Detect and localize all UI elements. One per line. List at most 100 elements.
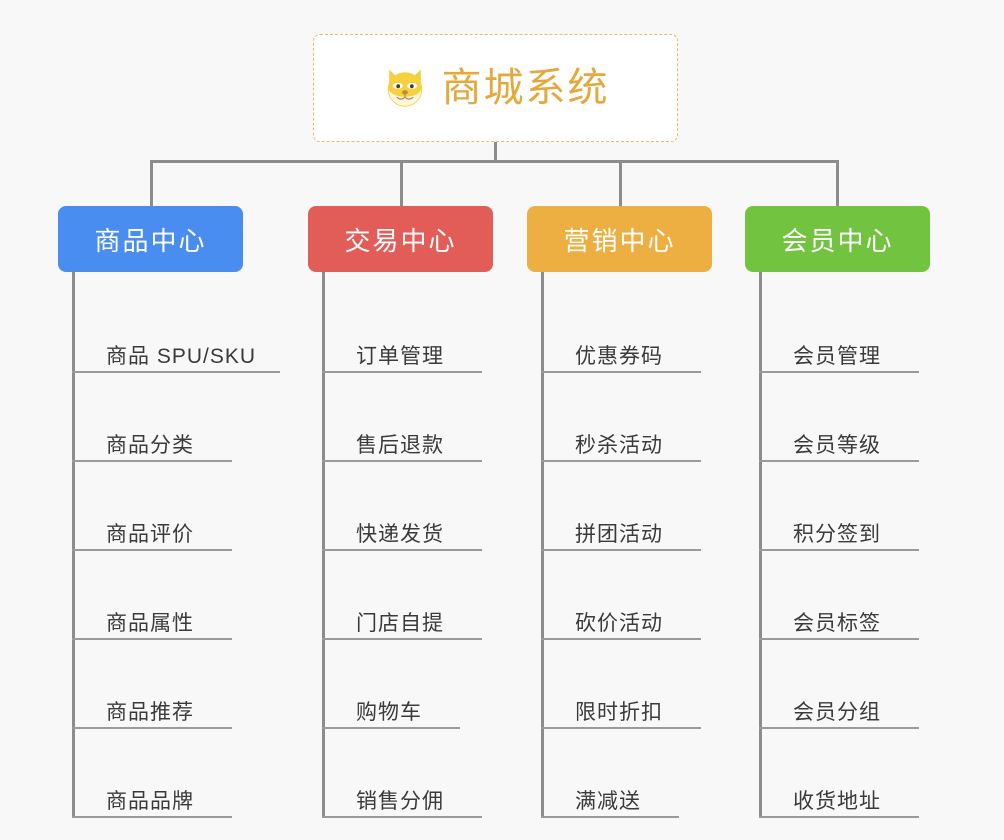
item-label: 满减送 (575, 790, 641, 813)
item-label: 限时折扣 (575, 701, 663, 724)
connector-drop-2 (400, 160, 403, 208)
branch-item-list-2: 订单管理 售后退款 快递发货 门店自提 购物车 销售分佣 (322, 272, 528, 818)
branch-item-3-6[interactable]: 满减送 (541, 729, 747, 818)
item-label: 会员管理 (793, 345, 881, 368)
branch-header-label-2: 交易中心 (344, 225, 457, 256)
item-rule (322, 816, 482, 818)
item-rule (541, 727, 701, 729)
item-label: 售后退款 (356, 434, 444, 457)
connector-drop-1 (150, 160, 153, 208)
item-rule (759, 549, 919, 551)
item-rule (72, 638, 232, 640)
branch-spine-2 (322, 272, 325, 818)
branch-item-3-4[interactable]: 砍价活动 (541, 551, 747, 640)
branch-item-3-1[interactable]: 优惠券码 (541, 284, 747, 373)
item-rule (759, 460, 919, 462)
branch-item-list-4: 会员管理 会员等级 积分签到 会员标签 会员分组 收货地址 (759, 272, 965, 818)
branch-column-4: 会员中心 会员管理 会员等级 积分签到 会员标签 会员分组 (745, 206, 965, 818)
item-rule (322, 371, 482, 373)
branch-header-2[interactable]: 交易中心 (308, 206, 493, 272)
connector-root-stem (494, 142, 497, 162)
branch-item-2-2[interactable]: 售后退款 (322, 373, 528, 462)
branch-item-1-5[interactable]: 商品推荐 (72, 640, 278, 729)
branch-item-4-4[interactable]: 会员标签 (759, 551, 965, 640)
root-title: 商城系统 (441, 66, 610, 110)
connector-drop-4 (836, 160, 839, 208)
branch-header-1[interactable]: 商品中心 (58, 206, 243, 272)
branch-item-list-1: 商品 SPU/SKU 商品分类 商品评价 商品属性 商品推荐 商品品牌 (72, 272, 280, 818)
branch-item-4-5[interactable]: 会员分组 (759, 640, 965, 729)
item-rule (759, 727, 919, 729)
branch-item-2-3[interactable]: 快递发货 (322, 462, 528, 551)
shiba-dog-face-icon (387, 69, 422, 109)
item-label: 收货地址 (793, 790, 881, 813)
item-rule (322, 638, 482, 640)
branch-spine-4 (759, 272, 762, 818)
item-label: 销售分佣 (356, 790, 444, 813)
branch-item-3-5[interactable]: 限时折扣 (541, 640, 747, 729)
branch-item-2-1[interactable]: 订单管理 (322, 284, 528, 373)
item-label: 商品 SPU/SKU (106, 345, 257, 368)
item-label: 商品分类 (106, 434, 194, 457)
branch-header-3[interactable]: 营销中心 (527, 206, 712, 272)
branch-item-2-6[interactable]: 销售分佣 (322, 729, 528, 818)
item-label: 拼团活动 (575, 523, 663, 546)
item-label: 商品评价 (106, 523, 194, 546)
branch-column-3: 营销中心 优惠券码 秒杀活动 拼团活动 砍价活动 限时折扣 (527, 206, 747, 818)
item-label: 快递发货 (356, 523, 444, 546)
item-rule (322, 460, 482, 462)
item-label: 购物车 (356, 701, 422, 724)
root-node[interactable]: 商城系统 (313, 34, 678, 142)
item-rule (541, 460, 701, 462)
branch-item-list-3: 优惠券码 秒杀活动 拼团活动 砍价活动 限时折扣 满减送 (541, 272, 747, 818)
item-label: 会员分组 (793, 701, 881, 724)
branch-column-2: 交易中心 订单管理 售后退款 快递发货 门店自提 购物车 (308, 206, 528, 818)
branch-item-1-6[interactable]: 商品品牌 (72, 729, 278, 818)
item-label: 会员等级 (793, 434, 881, 457)
item-rule (72, 460, 232, 462)
item-rule (759, 371, 919, 373)
branch-item-1-4[interactable]: 商品属性 (72, 551, 278, 640)
item-label: 积分签到 (793, 523, 881, 546)
connector-drop-3 (619, 160, 622, 208)
item-rule (759, 816, 919, 818)
branch-spine-1 (72, 272, 75, 818)
item-rule (322, 549, 482, 551)
item-label: 秒杀活动 (575, 434, 663, 457)
item-rule (322, 727, 460, 729)
branch-header-4[interactable]: 会员中心 (745, 206, 930, 272)
item-rule (541, 549, 701, 551)
branch-item-4-1[interactable]: 会员管理 (759, 284, 965, 373)
branch-item-3-3[interactable]: 拼团活动 (541, 462, 747, 551)
item-rule (72, 371, 280, 373)
branch-item-1-2[interactable]: 商品分类 (72, 373, 278, 462)
branch-item-1-1[interactable]: 商品 SPU/SKU (72, 284, 280, 373)
connector-horizontal-bus (150, 160, 839, 163)
item-label: 商品推荐 (106, 701, 194, 724)
item-rule (541, 638, 701, 640)
branch-item-1-3[interactable]: 商品评价 (72, 462, 278, 551)
branch-header-label-3: 营销中心 (563, 225, 676, 256)
item-label: 商品属性 (106, 612, 194, 635)
item-rule (759, 638, 919, 640)
item-rule (541, 816, 679, 818)
item-label: 订单管理 (356, 345, 444, 368)
branch-item-3-2[interactable]: 秒杀活动 (541, 373, 747, 462)
item-rule (72, 727, 232, 729)
item-rule (541, 371, 701, 373)
branch-spine-3 (541, 272, 544, 818)
branch-item-4-2[interactable]: 会员等级 (759, 373, 965, 462)
branch-item-2-5[interactable]: 购物车 (322, 640, 528, 729)
branch-item-4-3[interactable]: 积分签到 (759, 462, 965, 551)
item-label: 会员标签 (793, 612, 881, 635)
item-rule (72, 816, 232, 818)
branch-header-label-1: 商品中心 (94, 225, 207, 256)
item-label: 砍价活动 (575, 612, 663, 635)
branch-column-1: 商品中心 商品 SPU/SKU 商品分类 商品评价 商品属性 商品推荐 (58, 206, 280, 818)
branch-item-2-4[interactable]: 门店自提 (322, 551, 528, 640)
branch-item-4-6[interactable]: 收货地址 (759, 729, 965, 818)
item-rule (72, 549, 232, 551)
item-label: 门店自提 (356, 612, 444, 635)
item-label: 商品品牌 (106, 790, 194, 813)
